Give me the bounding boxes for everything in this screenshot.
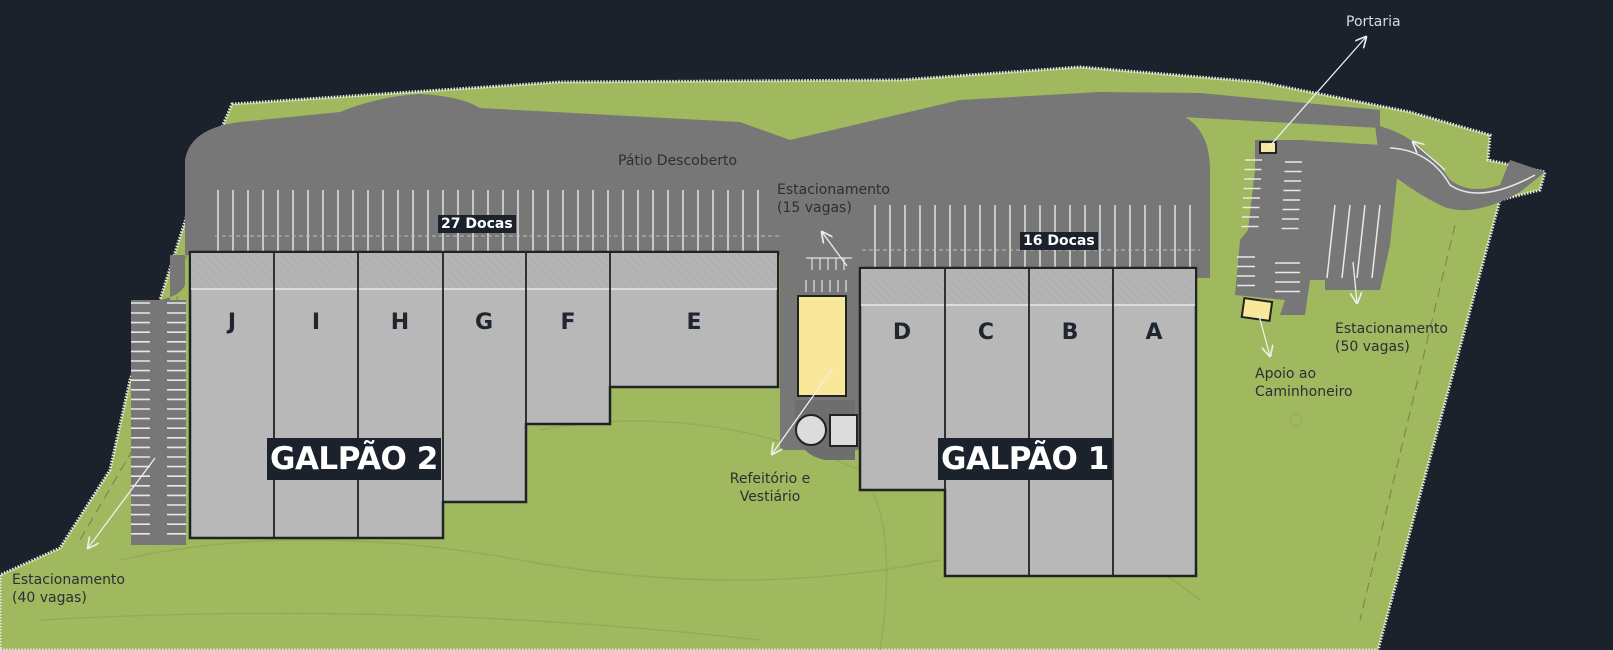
warehouse-galpao-1: [858, 266, 1198, 578]
truckers-support-label: Apoio ao Caminhoneiro: [1255, 365, 1353, 401]
module-label-i: I: [311, 310, 321, 335]
parking-50-label-line1: Estacionamento: [1335, 321, 1448, 337]
parking-15-label: Estacionamento (15 vagas): [777, 181, 890, 217]
canteen-label-line2: Vestiário: [739, 489, 801, 505]
module-label-j: J: [227, 310, 237, 335]
truckers-support-label-line2: Caminhoneiro: [1255, 384, 1353, 400]
arrow-truckers: [1257, 311, 1270, 356]
parking-50-label: Estacionamento (50 vagas): [1335, 320, 1448, 356]
galpao-1-docks-label: 16 Docas: [1020, 232, 1098, 250]
galpao-2-docks-label: 27 Docas: [438, 215, 516, 233]
parking-40-label-line1: Estacionamento: [12, 572, 125, 588]
module-label-g: G: [474, 310, 494, 335]
arrow-parking-50: [1353, 261, 1357, 303]
arrow-parking-15: [822, 232, 848, 267]
canteen-label: Refeitório e Vestiário: [690, 470, 850, 506]
parking-15-label-line2: (15 vagas): [777, 200, 852, 216]
parking-50-label-line2: (50 vagas): [1335, 339, 1410, 355]
module-label-d: D: [892, 320, 912, 345]
module-label-e: E: [686, 310, 702, 335]
galpao-2-title: GALPÃO 2: [267, 438, 441, 480]
portaria-label: Portaria: [1346, 14, 1401, 30]
module-label-f: F: [560, 310, 576, 335]
arrow-parking-40: [88, 457, 156, 548]
canteen-building: [797, 295, 847, 397]
yard-label: Pátio Descoberto: [618, 153, 738, 169]
galpao-1-title: GALPÃO 1: [938, 438, 1112, 480]
water-tank: [795, 414, 827, 446]
parking-lot-40: [131, 300, 186, 545]
arrow-canteen: [772, 367, 834, 454]
arrow-entry: [1413, 142, 1446, 171]
utility-box: [829, 414, 858, 447]
module-label-h: H: [390, 310, 410, 335]
parking-40-label: Estacionamento (40 vagas): [12, 571, 125, 607]
module-label-b: B: [1061, 320, 1079, 345]
arrow-portaria: [1267, 37, 1366, 149]
module-label-a: A: [1145, 320, 1163, 345]
parking-40-label-line2: (40 vagas): [12, 590, 87, 606]
parking-lot-50: [1235, 140, 1400, 315]
truckers-support-building: [1240, 297, 1274, 322]
canteen-label-line1: Refeitório e: [729, 471, 811, 487]
parking-15-label-line1: Estacionamento: [777, 182, 890, 198]
module-label-c: C: [977, 320, 995, 345]
truckers-support-label-line1: Apoio ao: [1255, 366, 1317, 382]
